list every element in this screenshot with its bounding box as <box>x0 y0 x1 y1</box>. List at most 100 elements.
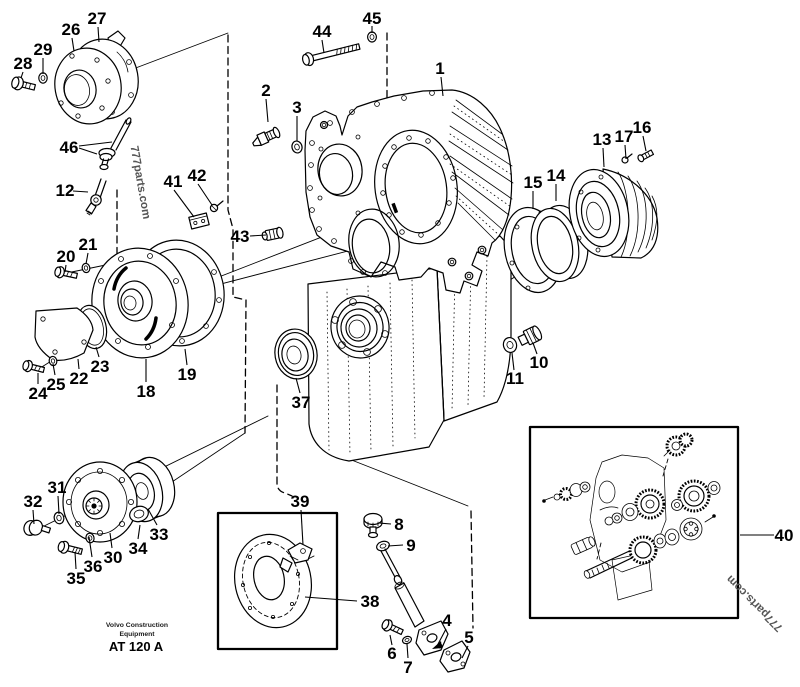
leader-line-4 <box>436 628 447 647</box>
callout-label-24: 24 <box>29 384 48 403</box>
leader-line-30 <box>109 532 113 549</box>
callout-label-46: 46 <box>60 138 79 157</box>
leader-line-6 <box>389 634 393 646</box>
part-washer-3 <box>291 140 303 154</box>
part-washer-11 <box>502 336 518 354</box>
leader-line-46 <box>78 147 98 155</box>
leader-line-19 <box>184 348 188 366</box>
leader-line-23 <box>95 346 100 358</box>
part-bolt-6 <box>381 619 404 636</box>
callout-label-15: 15 <box>524 173 543 192</box>
callout-label-27: 27 <box>88 9 107 28</box>
bolt-holes-plate <box>307 90 435 276</box>
leader-line-43 <box>249 234 267 237</box>
callout-label-14: 14 <box>547 166 566 185</box>
callout-label-41: 41 <box>164 172 183 191</box>
leader-line-1 <box>440 76 444 97</box>
callout-label-12: 12 <box>56 181 75 200</box>
callout-label-3: 3 <box>292 98 301 117</box>
part-bolt-24 <box>22 359 46 373</box>
callout-label-18: 18 <box>137 382 156 401</box>
housing-ribs <box>448 99 514 241</box>
callout-label-13: 13 <box>593 130 612 149</box>
leader-line-44 <box>321 39 325 54</box>
part-washer-31 <box>53 511 65 525</box>
figure-code: AT 120 A <box>109 639 164 654</box>
callout-label-36: 36 <box>84 557 103 576</box>
part-breather-46 <box>98 117 132 171</box>
callout-label-20: 20 <box>57 247 76 266</box>
callout-label-34: 34 <box>129 539 148 558</box>
callout-label-39: 39 <box>291 492 310 511</box>
part-pipe-12 <box>85 178 107 216</box>
part-ring-34 <box>129 505 149 523</box>
part-washer-29 <box>38 72 48 84</box>
part-plug-10 <box>517 325 543 346</box>
watermark-1: 777parts.com <box>128 145 153 220</box>
callout-label-37: 37 <box>292 393 311 412</box>
leader-line-8 <box>378 522 392 525</box>
leader-line-34 <box>137 524 141 540</box>
leader-line-10 <box>532 342 538 355</box>
leader-line-39 <box>300 509 304 546</box>
part-plug-43 <box>261 226 284 241</box>
leader-line-37 <box>295 377 301 394</box>
leader-line-38 <box>304 596 358 602</box>
part-clamp-39 <box>279 542 313 573</box>
brand-line-1: Volvo Construction <box>106 622 168 629</box>
callout-label-4: 4 <box>442 611 452 630</box>
callout-label-5: 5 <box>464 628 473 647</box>
part-bolt-28 <box>11 76 36 91</box>
callout-label-1: 1 <box>435 59 444 78</box>
part-gasket-5 <box>439 640 471 673</box>
part-flange-26 <box>54 47 122 125</box>
leader-line-27 <box>97 26 100 43</box>
housing-rib-dots <box>449 105 513 236</box>
leader-line-17 <box>624 144 627 160</box>
callout-label-43: 43 <box>231 227 250 246</box>
callout-label-31: 31 <box>48 478 67 497</box>
footer-text: Volvo Construction Equipment AT 120 A <box>106 622 168 654</box>
part-washer-45 <box>367 31 378 43</box>
part-bolt-20 <box>54 266 78 279</box>
part-oil-pump-18 <box>91 247 189 359</box>
leader-line-35 <box>74 551 77 570</box>
callout-label-40: 40 <box>775 526 794 545</box>
leader-line-32 <box>32 509 35 525</box>
brand-line-2: Equipment <box>119 631 155 638</box>
housing-webs <box>447 245 487 281</box>
callout-label-17: 17 <box>615 127 634 146</box>
part-plate-41 <box>188 212 210 230</box>
callout-label-6: 6 <box>387 644 396 663</box>
leader-line-28 <box>20 71 24 79</box>
part-flange-30 <box>62 461 138 543</box>
part-gear-cluster-40 <box>542 432 721 601</box>
callout-label-2: 2 <box>261 81 270 100</box>
callout-label-8: 8 <box>394 515 403 534</box>
watermark-2: 777parts.com <box>724 573 785 634</box>
callout-label-45: 45 <box>363 9 382 28</box>
callout-label-10: 10 <box>530 353 549 372</box>
leader-line-2 <box>265 98 269 123</box>
leader-line-16 <box>642 135 647 152</box>
part-cover-13 <box>568 168 659 259</box>
leader-line-9 <box>387 544 404 547</box>
leader-line-26 <box>71 37 75 52</box>
callout-label-44: 44 <box>313 22 332 41</box>
callout-label-7: 7 <box>403 658 412 677</box>
part-washer-25 <box>48 355 58 367</box>
bolt-holes-big-ring <box>380 135 456 238</box>
callout-label-32: 32 <box>24 492 43 511</box>
callout-label-35: 35 <box>67 569 86 588</box>
callout-label-23: 23 <box>91 357 110 376</box>
part-bolt-44 <box>301 43 361 67</box>
part-screw-16 <box>637 149 655 163</box>
part-main-housing <box>304 89 514 294</box>
leader-line-36 <box>88 536 93 558</box>
callout-label-25: 25 <box>47 375 66 394</box>
part-screw-17 <box>621 153 633 164</box>
inset-box-40 <box>528 425 740 620</box>
part-bolt-35 <box>57 540 83 555</box>
